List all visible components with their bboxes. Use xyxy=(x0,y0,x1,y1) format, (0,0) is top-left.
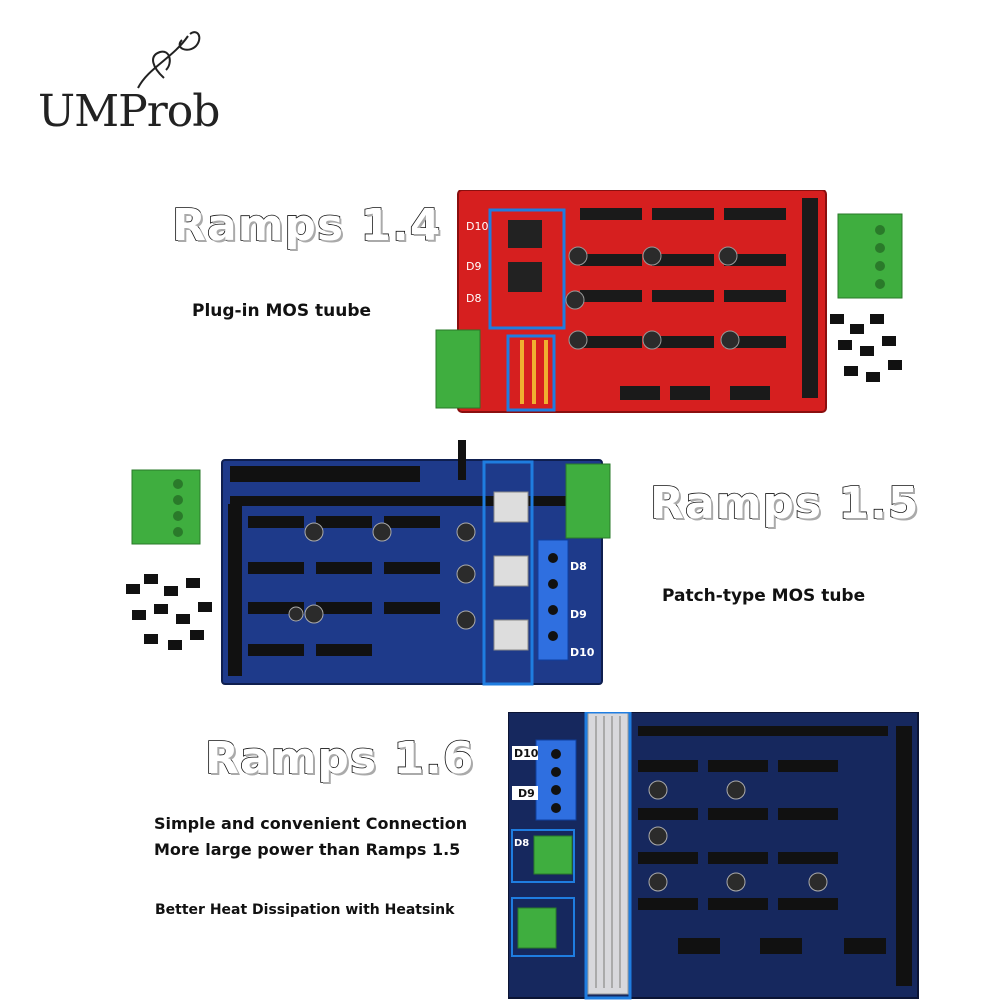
ramps-16-caption-2: More large power than Ramps 1.5 xyxy=(154,840,461,859)
ramps-15-title: Ramps 1.5 xyxy=(649,477,920,530)
butterfly-logo-icon xyxy=(137,31,201,89)
ramps-16-board-image: D10 D9 D8 xyxy=(508,712,919,1000)
ramps-14-title: Ramps 1.4 xyxy=(171,199,442,252)
logo-text: UMProb xyxy=(38,86,220,137)
ramps-14-board-image: D10 D9 D8 xyxy=(435,190,903,413)
r14-label-d10: D10 xyxy=(466,220,488,233)
ramps-15-board-image: D8 D9 D10 xyxy=(126,440,611,686)
ramps-15-caption: Patch-type MOS tube xyxy=(662,586,866,606)
r15-label-d10: D10 xyxy=(570,646,595,659)
r16-label-d9: D9 xyxy=(518,787,535,800)
ramps-16-caption-1: Simple and convenient Connection xyxy=(154,814,468,833)
r14-label-d8: D8 xyxy=(466,292,481,305)
r15-label-d9: D9 xyxy=(570,608,587,621)
r14-label-d9: D9 xyxy=(466,260,481,273)
r16-label-d8: D8 xyxy=(514,838,529,849)
ramps-14-caption: Plug-in MOS tuube xyxy=(192,301,372,321)
r15-label-d8: D8 xyxy=(570,560,587,573)
ramps-16-caption-3: Better Heat Dissipation with Heatsink xyxy=(155,902,455,918)
brand-logo: UMProb xyxy=(38,18,258,148)
r16-label-d10: D10 xyxy=(514,747,539,760)
ramps-16-title: Ramps 1.6 xyxy=(204,732,475,785)
